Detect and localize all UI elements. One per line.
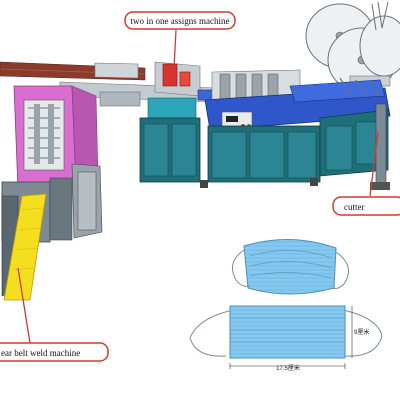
mask-flat-illustration: 9厘米 17.5厘米 — [189, 305, 383, 372]
two-in-one-label: two in one assigns machine — [131, 16, 230, 26]
mask-width-label: 17.5厘米 — [276, 364, 300, 372]
ear-belt-label: ear belt weld machine — [1, 348, 80, 358]
mask-height-label: 9厘米 — [354, 328, 369, 336]
callout-ear-belt: ear belt weld machine — [0, 267, 109, 362]
callout-two-in-one: two in one assigns machine — [124, 11, 236, 69]
cutter-label: cutter — [344, 202, 365, 212]
fabric-roller-discs — [305, 1, 400, 93]
two-in-one-machine — [139, 61, 227, 183]
main-body-machine — [200, 69, 391, 190]
mask-3d-illustration — [231, 239, 349, 295]
ear-belt-weld-machine — [1, 85, 103, 297]
callout-cutter: cutter — [332, 131, 400, 216]
yellow-fabric-belt — [3, 193, 47, 301]
